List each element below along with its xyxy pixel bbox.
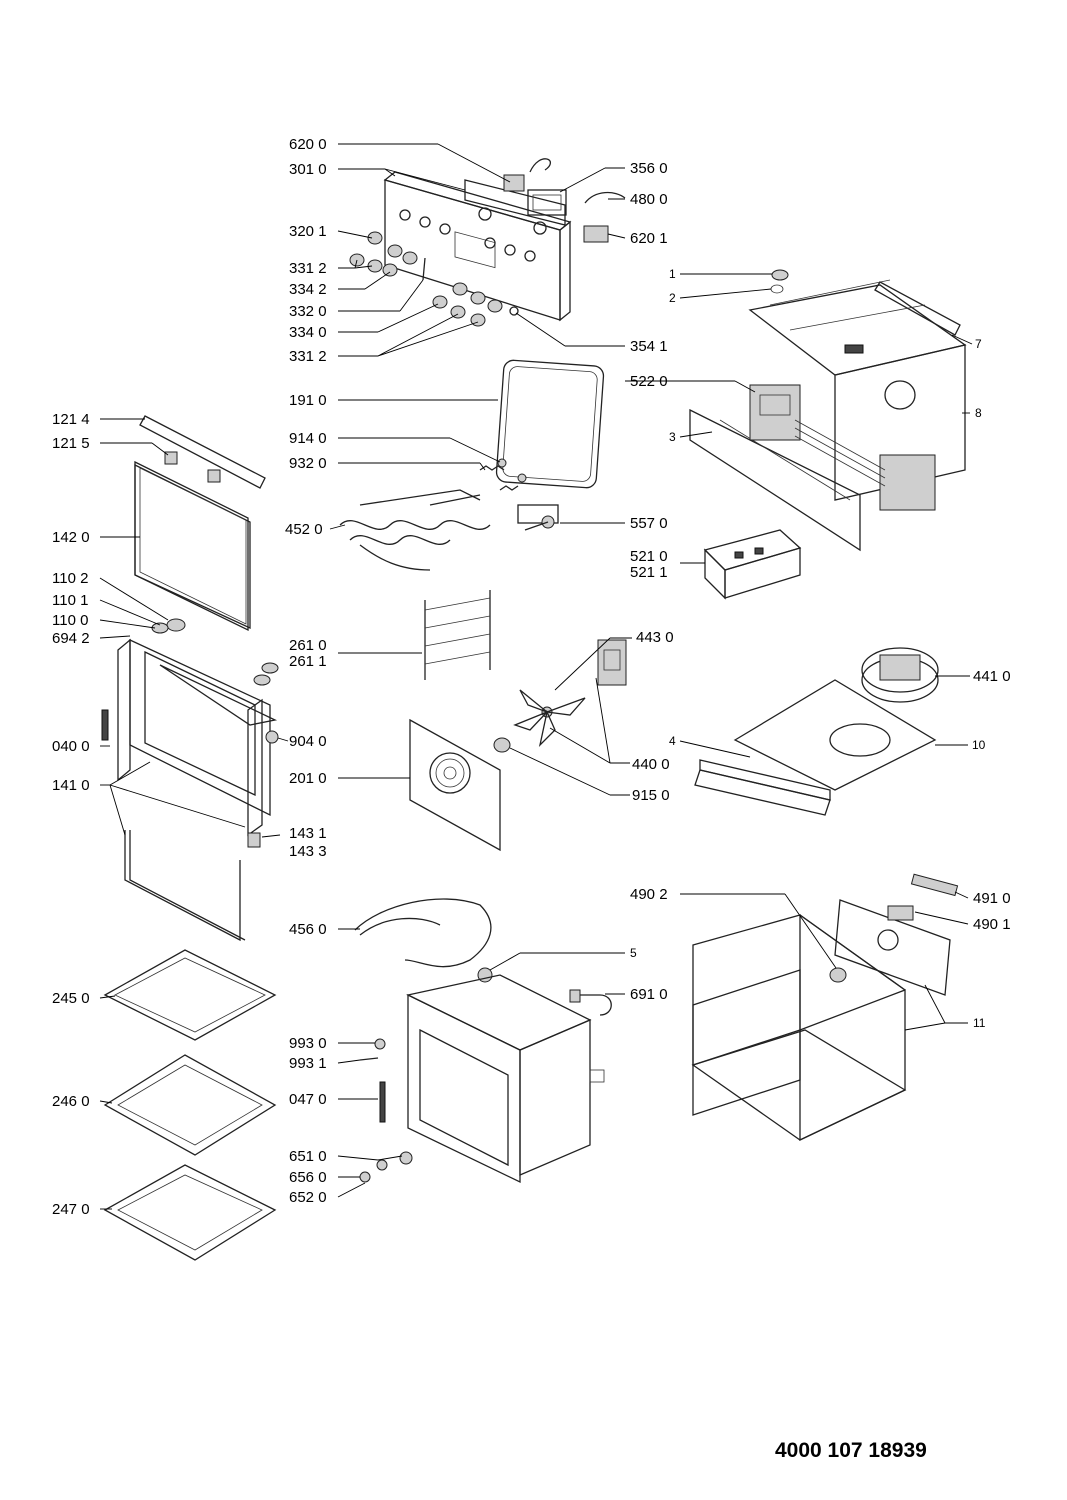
part-label-694-2: 694 2 bbox=[52, 630, 90, 647]
grill-element-part bbox=[339, 489, 491, 571]
part-label-110-2: 110 2 bbox=[52, 570, 89, 587]
part-label-142-0: 142 0 bbox=[52, 529, 90, 546]
part-label-047-0: 047 0 bbox=[289, 1091, 327, 1108]
part-label-651-0: 651 0 bbox=[289, 1148, 327, 1165]
part-label-110-0: 110 0 bbox=[52, 612, 89, 629]
part-label-452-0: 452 0 bbox=[285, 521, 323, 538]
part-label-914-0: 914 0 bbox=[289, 430, 327, 447]
outer-casing-part bbox=[691, 914, 907, 1142]
rear-panel-part bbox=[409, 718, 501, 852]
part-label-993-1: 993 1 bbox=[289, 1055, 327, 1072]
part-label-656-0: 656 0 bbox=[289, 1169, 327, 1186]
part-label-522-0: 522 0 bbox=[630, 373, 668, 390]
electronic-board-part bbox=[703, 529, 802, 600]
part-label-5: 5 bbox=[630, 946, 637, 960]
part-label-557-0: 557 0 bbox=[630, 515, 668, 532]
leader-lines bbox=[99, 143, 973, 1210]
part-label-331-2-b: 331 2 bbox=[289, 348, 327, 365]
part-label-354-1: 354 1 bbox=[630, 338, 668, 355]
part-label-331-2-a: 331 2 bbox=[289, 260, 327, 277]
part-label-2: 2 bbox=[669, 291, 676, 305]
part-label-932-0: 932 0 bbox=[289, 455, 327, 472]
door-gasket-part bbox=[495, 359, 605, 489]
element-connector-part bbox=[749, 384, 936, 511]
fan-blade-part bbox=[493, 689, 586, 753]
rear-bracket-part bbox=[689, 408, 861, 552]
part-label-191-0: 191 0 bbox=[289, 392, 327, 409]
part-label-1: 1 bbox=[669, 267, 676, 281]
part-label-521-1: 521 1 bbox=[630, 564, 668, 581]
cooling-fan-part bbox=[861, 647, 939, 703]
baking-tray-part bbox=[103, 1054, 277, 1156]
part-label-691-0: 691 0 bbox=[630, 986, 668, 1003]
part-label-121-5: 121 5 bbox=[52, 435, 90, 452]
hinge-caps-part bbox=[151, 618, 279, 686]
part-label-620-1: 620 1 bbox=[630, 230, 668, 247]
part-label-652-0: 652 0 bbox=[289, 1189, 327, 1206]
knobs-part bbox=[349, 231, 519, 327]
thermostat-part bbox=[517, 504, 559, 531]
part-label-110-1: 110 1 bbox=[52, 592, 89, 609]
part-label-246-0: 246 0 bbox=[52, 1093, 90, 1110]
part-label-490-1: 490 1 bbox=[973, 916, 1011, 933]
springs-part bbox=[479, 458, 527, 491]
part-label-261-1: 261 1 bbox=[289, 653, 327, 670]
part-label-121-4: 121 4 bbox=[52, 411, 90, 428]
door-frame-part bbox=[101, 638, 279, 848]
part-label-10: 10 bbox=[972, 738, 986, 752]
part-label-143-1: 143 1 bbox=[289, 825, 327, 842]
part-label-3: 3 bbox=[669, 430, 676, 444]
part-label-334-0: 334 0 bbox=[289, 324, 327, 341]
part-label-443-0: 443 0 bbox=[636, 629, 674, 646]
part-label-915-0: 915 0 bbox=[632, 787, 670, 804]
part-label-247-0: 247 0 bbox=[52, 1201, 90, 1218]
part-label-491-0: 491 0 bbox=[973, 890, 1011, 907]
part-label-201-0: 201 0 bbox=[289, 770, 327, 787]
document-code: 4000 107 18939 bbox=[775, 1439, 927, 1462]
part-label-332-0: 332 0 bbox=[289, 303, 327, 320]
control-panel-part bbox=[383, 171, 572, 322]
part-label-4: 4 bbox=[669, 734, 676, 748]
fan-motor-part bbox=[597, 639, 627, 686]
side-panel-part bbox=[834, 899, 951, 996]
part-label-8: 8 bbox=[975, 406, 982, 420]
outer-door-glass-part bbox=[134, 460, 251, 632]
selector-switch-part bbox=[503, 158, 626, 243]
part-label-261-0: 261 0 bbox=[289, 637, 327, 654]
part-label-441-0: 441 0 bbox=[973, 668, 1011, 685]
part-label-301-0: 301 0 bbox=[289, 161, 327, 178]
part-label-440-0: 440 0 bbox=[632, 756, 670, 773]
part-label-490-2: 490 2 bbox=[630, 886, 668, 903]
part-label-480-0: 480 0 bbox=[630, 191, 668, 208]
inner-door-glass-part bbox=[124, 830, 246, 942]
part-label-334-2: 334 2 bbox=[289, 281, 327, 298]
part-label-245-0: 245 0 bbox=[52, 990, 90, 1007]
part-label-040-0: 040 0 bbox=[52, 738, 90, 755]
part-label-993-0: 993 0 bbox=[289, 1035, 327, 1052]
part-label-356-0: 356 0 bbox=[630, 160, 668, 177]
terminal-block-part bbox=[887, 873, 959, 921]
shelf-support-part bbox=[424, 590, 491, 680]
fan-base-plate-part bbox=[694, 679, 937, 816]
part-label-320-1: 320 1 bbox=[289, 223, 327, 240]
part-label-11: 11 bbox=[973, 1016, 986, 1030]
deep-tray-part bbox=[103, 1164, 277, 1261]
part-label-904-0: 904 0 bbox=[289, 733, 327, 750]
part-label-620-0: 620 0 bbox=[289, 136, 327, 153]
part-label-7: 7 bbox=[975, 337, 982, 351]
part-label-521-0: 521 0 bbox=[630, 548, 668, 565]
wire-rack-part bbox=[103, 949, 277, 1041]
part-label-141-0: 141 0 bbox=[52, 777, 90, 794]
oven-cavity-part bbox=[406, 974, 605, 1184]
part-label-456-0: 456 0 bbox=[289, 921, 327, 938]
small-parts-part bbox=[359, 989, 612, 1183]
part-label-143-3: 143 3 bbox=[289, 843, 327, 860]
circular-element-part bbox=[354, 898, 492, 968]
